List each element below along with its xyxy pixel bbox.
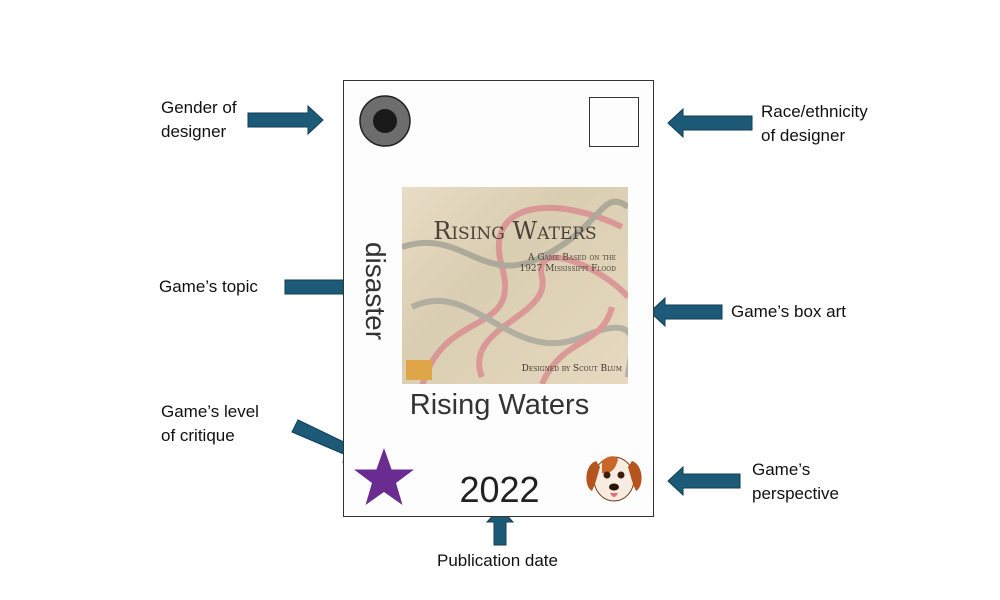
publisher-logo	[406, 360, 432, 380]
label-line: perspective	[752, 484, 839, 503]
arrow-perspective	[667, 465, 741, 497]
label-line: Gender of	[161, 98, 237, 117]
label-line: designer	[161, 122, 227, 141]
arrow-gender	[247, 104, 324, 136]
race-square-icon	[589, 97, 639, 147]
topic-text: disaster	[360, 241, 391, 341]
arrow-race	[667, 107, 753, 139]
label-race: Race/ethnicity of designer	[761, 100, 868, 148]
label-line: Game’s	[752, 460, 811, 479]
map-pattern	[402, 198, 628, 384]
label-line: Race/ethnicity	[761, 102, 868, 121]
subtitle-line: A Game Based on the	[527, 253, 616, 263]
dog-icon	[586, 456, 642, 502]
card-title: Rising Waters	[409, 389, 590, 421]
label-perspective: Game’s perspective	[752, 458, 839, 506]
game-card: disaster Rising Waters A Game Based on t…	[343, 80, 654, 517]
label-topic: Game’s topic	[159, 277, 258, 296]
publication-year: 2022	[459, 469, 540, 510]
box-art-credit: Designed by Scout Blum	[521, 364, 622, 374]
star-icon	[354, 448, 414, 505]
label-box-art: Game’s box art	[731, 302, 846, 321]
label-line: Game’s level	[161, 402, 259, 421]
label-gender: Gender of designer	[161, 96, 237, 144]
box-art-title: Rising Waters	[433, 217, 597, 245]
label-line: of designer	[761, 126, 846, 145]
label-line: of critique	[161, 426, 235, 445]
label-publication: Publication date	[437, 551, 558, 570]
arrow-box-art	[649, 296, 723, 328]
gender-circle-icon	[359, 95, 411, 147]
label-critique: Game’s level of critique	[161, 400, 259, 448]
subtitle-line: 1927 Mississippi Flood	[519, 264, 616, 274]
